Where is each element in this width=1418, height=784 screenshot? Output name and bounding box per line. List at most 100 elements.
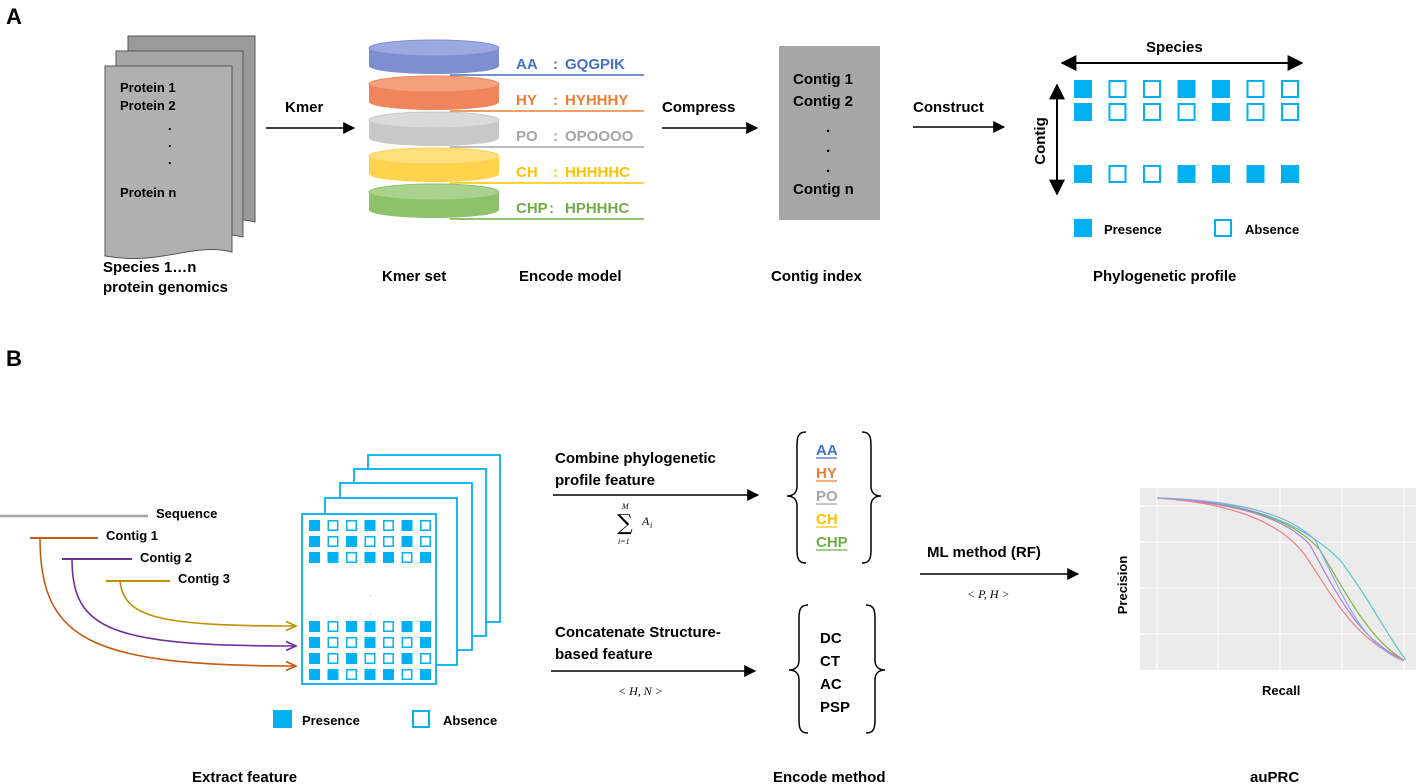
feature-cell-absence (346, 520, 357, 531)
feature-cell-absence (420, 653, 431, 664)
contig-index-label: Contig index (771, 268, 862, 285)
doc-protein-1: Protein 1 (120, 80, 176, 95)
legend-b-presence-square (273, 710, 292, 728)
ml-math: < P, H > (967, 587, 1010, 601)
profile-cell-absence (1143, 165, 1161, 183)
species-label-line2: protein genomics (103, 279, 228, 296)
feature-cell-presence (364, 520, 376, 531)
kmer-sep-aa: : (553, 56, 558, 73)
profile-cell-absence (1246, 103, 1265, 121)
panel-b-letter: B (6, 346, 22, 371)
feature-cell-absence (327, 637, 339, 648)
feature-cell-absence (346, 637, 357, 648)
kmer-code-ch: HHHHHC (565, 164, 630, 181)
feature-cell-absence (383, 653, 394, 664)
panel-a-letter: A (6, 4, 22, 29)
concat-label-line2: based feature (555, 646, 653, 663)
grid-dot-1: . (369, 589, 371, 598)
feature-cell-presence (401, 621, 413, 632)
kmer-set-label: Kmer set (382, 268, 446, 285)
feature-cell-presence (346, 653, 357, 664)
profile-cell-presence (1177, 165, 1196, 183)
feature-cell-presence (401, 653, 413, 664)
prc-plot: Precision Recall (1115, 488, 1416, 698)
struct-item-dc: DC (820, 630, 842, 647)
legend-absence-square (1214, 219, 1232, 237)
kmer-code-aa: GQGPIK (565, 56, 625, 73)
contig-box-dot-1: . (826, 119, 830, 136)
feature-cell-absence (420, 536, 431, 547)
feature-cell-presence (420, 621, 431, 632)
feature-cell-presence (364, 621, 376, 632)
profile-cell-absence (1246, 80, 1265, 98)
struct-item-ct: CT (820, 653, 840, 670)
kmer-arrow-label: Kmer (285, 99, 324, 116)
sum-term-sub: i (650, 521, 652, 530)
profile-cell-absence (1281, 80, 1299, 98)
feature-cell-presence (309, 536, 320, 547)
feature-cell-absence (401, 637, 413, 648)
feature-cell-presence (364, 552, 376, 563)
construct-arrow-label: Construct (913, 99, 984, 116)
contig-1-curve-arrow (39, 537, 296, 666)
doc-dot-3: . (168, 152, 172, 167)
profile-cell-presence (1212, 165, 1230, 183)
phylogenetic-profile-grid (1074, 80, 1299, 183)
encode-method-label: Encode method (773, 769, 886, 784)
feature-cell-absence (327, 536, 339, 547)
feature-cell-presence (420, 637, 431, 648)
feature-cell-presence (327, 669, 339, 680)
feature-cell-absence (383, 637, 394, 648)
kmer-name-hy: HY (516, 92, 537, 109)
sum-sign: ∑ (617, 511, 633, 536)
feature-cell-presence (364, 637, 376, 648)
feature-cell-presence (401, 536, 413, 547)
profile-cell-absence (1177, 103, 1196, 121)
profile-cell-absence (1143, 103, 1161, 121)
feature-cell-absence (364, 536, 376, 547)
kmer-sep-ch: : (553, 164, 558, 181)
doc-protein-n: Protein n (120, 185, 176, 200)
feature-cell-absence (327, 520, 339, 531)
profile-cell-presence (1246, 165, 1265, 183)
kmer-code-hy: HYHHHY (565, 92, 628, 109)
combine-label-line2: profile feature (555, 472, 655, 489)
feature-cell-absence (346, 669, 357, 680)
feature-cell-absence (420, 520, 431, 531)
feature-cell-presence (420, 552, 431, 563)
kmer-code-chp: HPHHHC (565, 200, 629, 217)
profile-cell-presence (1074, 80, 1092, 98)
kmer-sep-chp: : (549, 200, 554, 217)
profile-cell-presence (1074, 103, 1092, 121)
kmer-sep-hy: : (553, 92, 558, 109)
sum-lower: i=1 (618, 537, 630, 546)
species-axis-label: Species (1146, 39, 1203, 56)
feature-cell-presence (309, 653, 320, 664)
contig-2-curve-arrow (71, 558, 296, 646)
profile-cell-absence (1281, 103, 1299, 121)
contig-box-line1: Contig 1 (793, 71, 853, 88)
contig-box-dot-3: . (826, 159, 830, 176)
doc-protein-2: Protein 2 (120, 98, 176, 113)
feature-cell-presence (327, 552, 339, 563)
profile-cell-presence (1177, 80, 1196, 98)
feature-cell-absence (401, 669, 413, 680)
sum-upper: M (621, 502, 630, 511)
kmer-cylinder-hy (368, 75, 500, 110)
feature-item-aa: AA (816, 442, 838, 459)
kmer-set-group: AA:GQGPIKHY:HYHHHYPO:OPOOOOCH:HHHHHCCHP:… (368, 39, 644, 220)
prc-ylabel: Precision (1115, 556, 1130, 615)
contig-box-last: Contig n (793, 181, 854, 198)
feature-cell-absence (364, 653, 376, 664)
kmer-name-aa: AA (516, 56, 538, 73)
encode-model-label: Encode model (519, 268, 622, 285)
feature-cell-presence (346, 621, 357, 632)
profile-cell-absence (1108, 80, 1127, 98)
prc-xlabel: Recall (1262, 683, 1300, 698)
kmer-name-chp: CHP (516, 200, 548, 217)
feature-cell-presence (309, 552, 320, 563)
feature-cell-absence (383, 520, 394, 531)
